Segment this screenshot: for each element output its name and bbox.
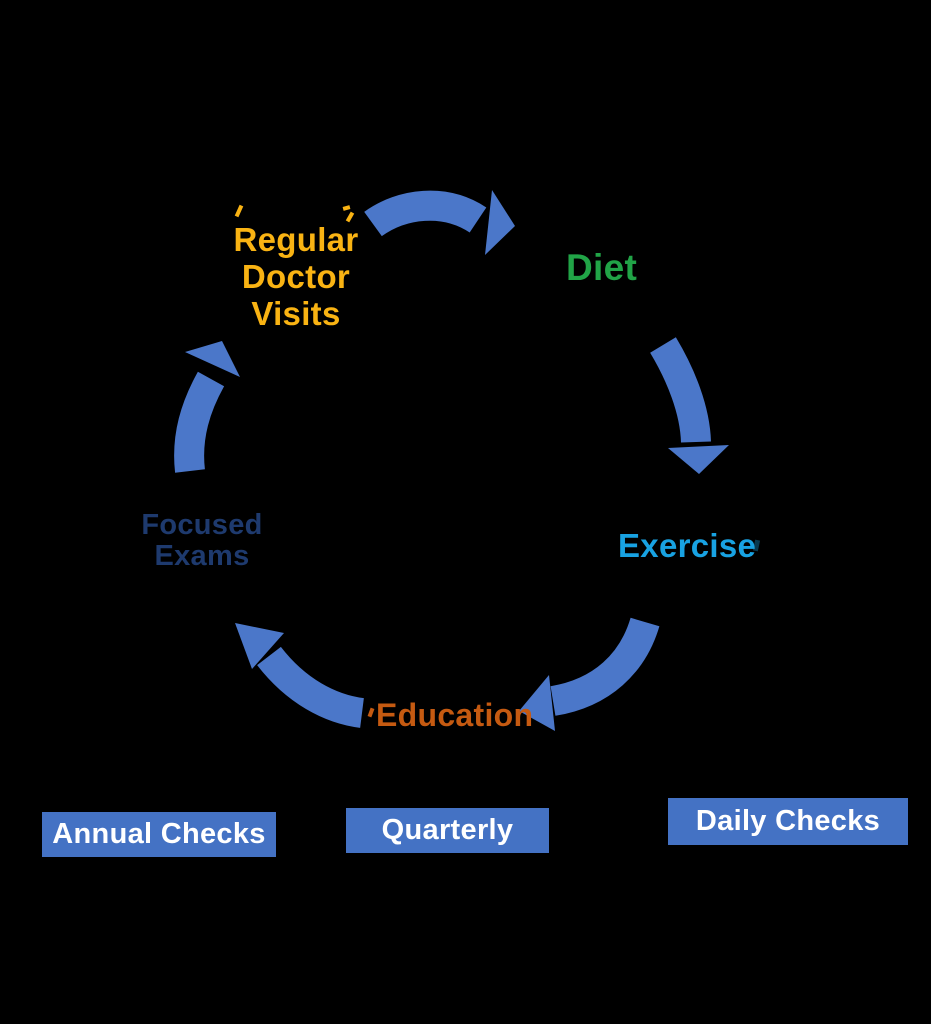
node-education: Education [376,697,534,733]
arrow-regular-doctor-visits-to-diet-icon [364,190,515,255]
node-focused-exams: Focused Exams [122,510,282,572]
node-regular-doctor-visits: Regular Doctor Visits [196,221,396,332]
badge-label: Quarterly [381,814,514,846]
node-label-line: Regular [233,221,359,258]
arrow-diet-to-exercise-icon [650,337,729,474]
badge-label: Daily Checks [695,805,881,837]
node-label-line: Doctor [241,258,351,295]
node-label-line: Visits [251,295,341,332]
node-label-line: Focused [141,509,263,541]
badge-annual-checks: Annual Checks [42,812,276,857]
arrow-focused-exams-to-regular-doctor-visits-icon [174,341,240,473]
arrow-education-to-focused-exams-icon [235,623,365,728]
arrow-exercise-to-education-icon [519,617,660,731]
badge-quarterly: Quarterly [346,808,549,853]
node-label-line: Exams [154,540,250,572]
node-exercise: Exercise [618,527,757,564]
badge-label: Annual Checks [52,818,266,850]
node-diet: Diet [566,247,638,288]
badge-daily-checks: Daily Checks [668,798,908,845]
